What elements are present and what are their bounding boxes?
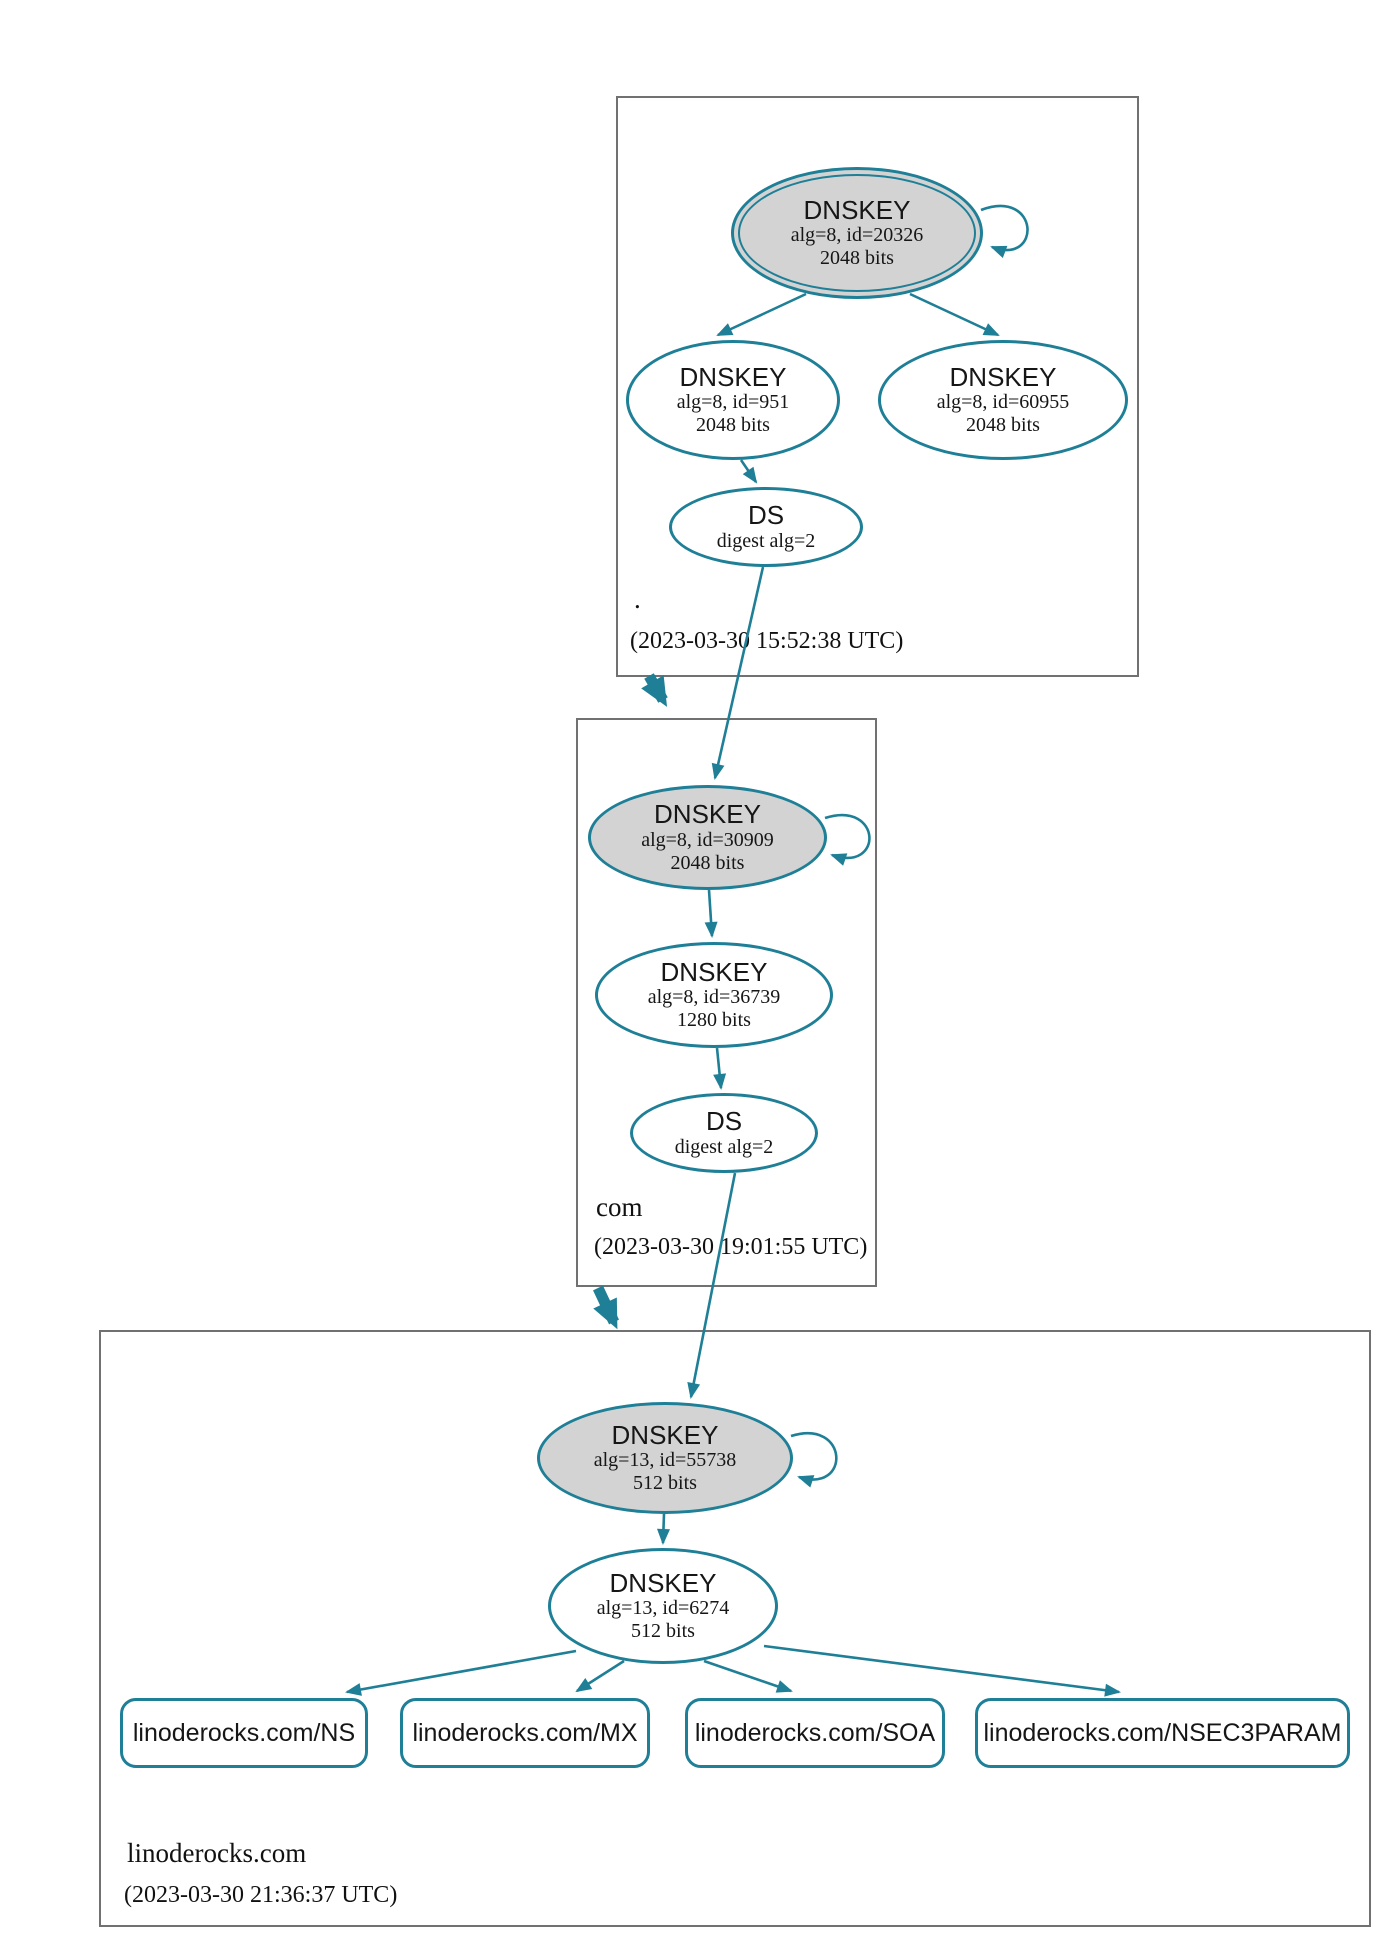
- node-title: DNSKEY: [660, 956, 768, 987]
- com-ds-node[interactable]: DS digest alg=2: [630, 1093, 818, 1173]
- node-title: DNSKEY: [654, 799, 761, 830]
- rrset-ns-node[interactable]: linoderocks.com/NS: [120, 1698, 368, 1768]
- root-ds-node[interactable]: DS digest alg=2: [669, 487, 863, 567]
- node-alg: alg=8, id=951: [676, 391, 790, 414]
- node-title: DNSKEY: [611, 1419, 719, 1450]
- node-bits: 2048 bits: [966, 414, 1040, 437]
- linoderocks-ksk-dnskey-node[interactable]: DNSKEY alg=13, id=55738 512 bits: [537, 1402, 793, 1514]
- zone-label-com: com: [596, 1192, 643, 1222]
- node-title: DS: [705, 1106, 743, 1137]
- linoderocks-zsk-dnskey-node[interactable]: DNSKEY alg=13, id=6274 512 bits: [548, 1548, 778, 1664]
- node-bits: 2048 bits: [670, 851, 745, 874]
- zone-timestamp-com: (2023-03-30 19:01:55 UTC): [594, 1234, 868, 1260]
- node-title: DS: [747, 500, 785, 531]
- zone-label-root: .: [634, 584, 641, 614]
- node-alg: alg=8, id=20326: [790, 224, 924, 247]
- rrset-mx-node[interactable]: linoderocks.com/MX: [400, 1698, 650, 1768]
- root-ksk-dnskey-node[interactable]: DNSKEY alg=8, id=20326 2048 bits: [731, 167, 983, 299]
- node-alg: alg=8, id=30909: [641, 828, 774, 851]
- zone-timestamp-linoderocks: (2023-03-30 21:36:37 UTC): [124, 1882, 398, 1908]
- node-alg: alg=8, id=36739: [647, 986, 781, 1009]
- node-bits: 512 bits: [631, 1620, 695, 1643]
- zone-label-linoderocks: linoderocks.com: [127, 1838, 307, 1868]
- rrset-label: linoderocks.com/SOA: [694, 1718, 936, 1747]
- rrset-label: linoderocks.com/MX: [412, 1718, 638, 1747]
- node-alg: alg=8, id=60955: [936, 391, 1070, 414]
- rrset-nsec3param-node[interactable]: linoderocks.com/NSEC3PARAM: [975, 1698, 1350, 1768]
- com-zsk-dnskey-node[interactable]: DNSKEY alg=8, id=36739 1280 bits: [595, 942, 833, 1048]
- zone-timestamp-root: (2023-03-30 15:52:38 UTC): [630, 628, 904, 654]
- rrset-soa-node[interactable]: linoderocks.com/SOA: [685, 1698, 945, 1768]
- node-alg: alg=13, id=6274: [596, 1597, 730, 1620]
- node-detail: digest alg=2: [674, 1135, 774, 1158]
- node-bits: 1280 bits: [677, 1009, 751, 1032]
- node-bits: 512 bits: [633, 1472, 697, 1495]
- zone-box-root: [616, 96, 1139, 677]
- root-to-com-delegation-arrow: [641, 673, 668, 707]
- root-zsk951-dnskey-node[interactable]: DNSKEY alg=8, id=951 2048 bits: [626, 340, 840, 460]
- rrset-label: linoderocks.com/NSEC3PARAM: [983, 1718, 1342, 1747]
- root-zsk60955-dnskey-node[interactable]: DNSKEY alg=8, id=60955 2048 bits: [878, 340, 1128, 460]
- node-detail: digest alg=2: [716, 529, 816, 552]
- node-bits: 2048 bits: [696, 414, 770, 437]
- node-alg: alg=13, id=55738: [593, 1449, 737, 1472]
- node-title: DNSKEY: [949, 361, 1057, 392]
- root-ksk-inner-ellipse: DNSKEY alg=8, id=20326 2048 bits: [738, 174, 976, 292]
- com-ksk-dnskey-node[interactable]: DNSKEY alg=8, id=30909 2048 bits: [588, 785, 827, 890]
- node-title: DNSKEY: [679, 361, 787, 392]
- node-title: DNSKEY: [803, 194, 911, 225]
- node-bits: 2048 bits: [820, 247, 894, 270]
- rrset-label: linoderocks.com/NS: [132, 1718, 356, 1747]
- node-title: DNSKEY: [609, 1567, 717, 1598]
- com-to-linoderocks-delegation-arrow: [593, 1285, 619, 1330]
